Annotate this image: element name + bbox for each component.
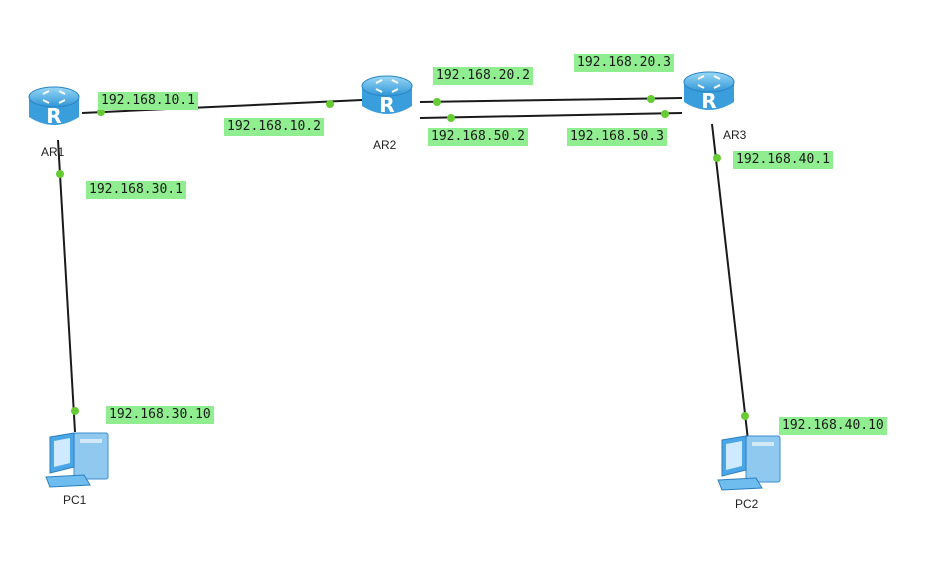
- device-name-pc1: PC1: [63, 493, 87, 507]
- ip-label: 192.168.10.2: [224, 118, 324, 136]
- port-dot: [661, 110, 669, 118]
- svg-text:R: R: [46, 104, 61, 128]
- device-name-ar1: AR1: [41, 145, 65, 159]
- port-dot: [71, 407, 79, 415]
- ip-label: 192.168.40.10: [779, 417, 887, 435]
- link-ar1-ar2: [81, 99, 363, 114]
- link-ar3-pc2: [711, 123, 749, 441]
- router-icon-ar3[interactable]: R: [680, 68, 738, 116]
- ip-label: 192.168.30.1: [86, 181, 186, 199]
- ip-label: 192.168.50.3: [567, 128, 667, 146]
- ip-label: 192.168.10.1: [98, 92, 198, 110]
- port-dot: [56, 170, 64, 178]
- link-ar2-ar3-b: [419, 112, 683, 119]
- ip-label: 192.168.30.10: [106, 406, 214, 424]
- port-dot: [433, 98, 441, 106]
- svg-text:R: R: [701, 89, 716, 113]
- router-icon-ar2[interactable]: R: [358, 72, 416, 120]
- device-name-ar3: AR3: [723, 128, 747, 142]
- link-ar2-ar3-a: [419, 97, 683, 103]
- port-dot: [647, 95, 655, 103]
- port-dot: [97, 108, 105, 116]
- device-name-ar2: AR2: [373, 138, 397, 152]
- link-ar1-pc1: [57, 139, 76, 433]
- svg-text:R: R: [379, 93, 394, 117]
- port-dot: [326, 100, 334, 108]
- device-name-pc2: PC2: [735, 497, 759, 511]
- router-icon-ar1[interactable]: R: [25, 83, 83, 131]
- pc-icon-pc2[interactable]: [716, 430, 784, 494]
- ip-label: 192.168.50.2: [428, 128, 528, 146]
- ip-label: 192.168.20.3: [574, 54, 674, 72]
- port-dot: [713, 154, 721, 162]
- pc-icon-pc1[interactable]: [44, 427, 112, 491]
- port-dot: [741, 412, 749, 420]
- ip-label: 192.168.40.1: [733, 151, 833, 169]
- ip-label: 192.168.20.2: [433, 67, 533, 85]
- port-dot: [447, 114, 455, 122]
